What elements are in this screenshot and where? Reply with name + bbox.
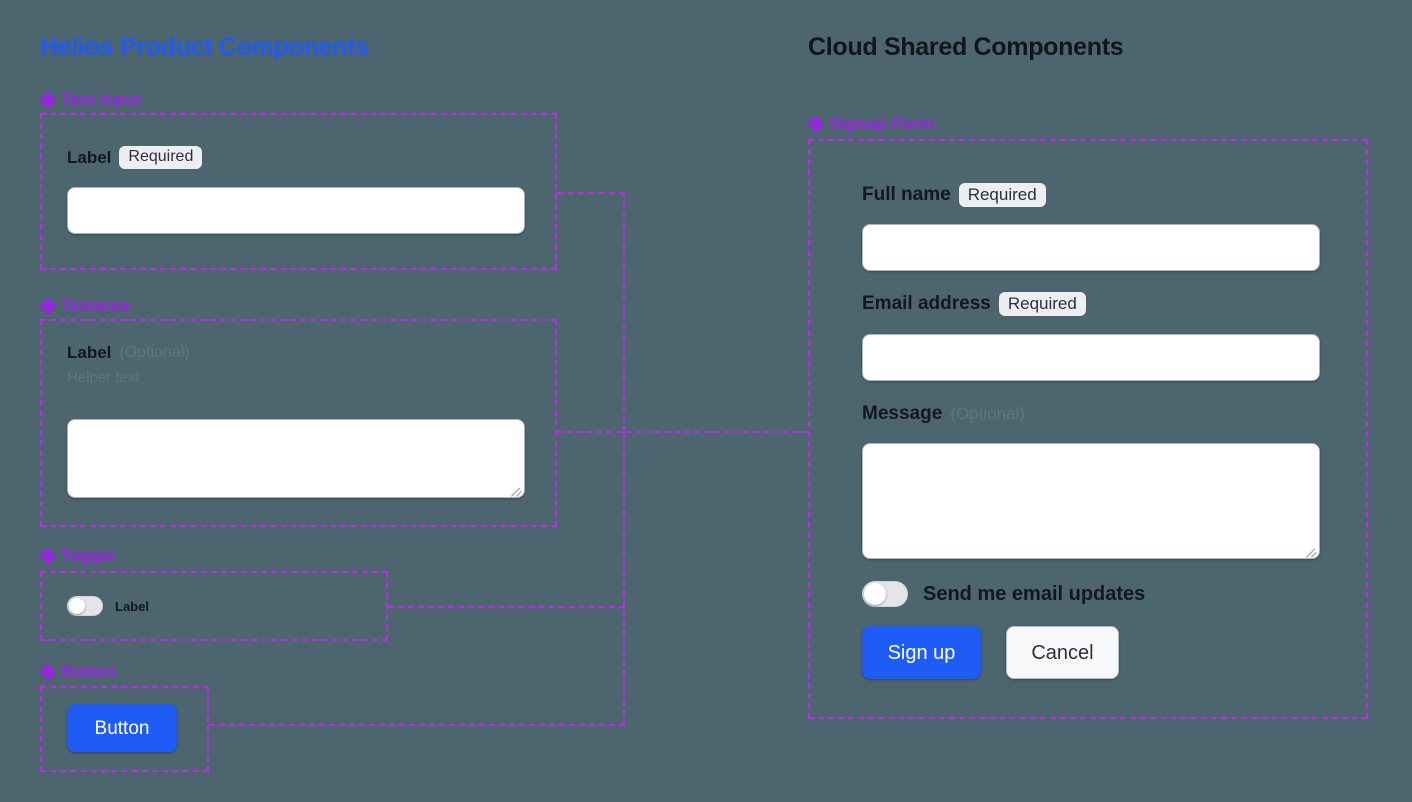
left-column-title: Helios Product Components	[40, 33, 369, 61]
text-input-field[interactable]	[67, 187, 525, 234]
full-name-required-badge: Required	[958, 183, 1046, 207]
section-label-text: Toggle	[61, 546, 116, 565]
diamond-cluster-icon	[806, 115, 825, 133]
section-label-text: Signup Form	[829, 114, 934, 133]
section-label-textarea: Textarea	[38, 296, 130, 316]
diamond-cluster-icon	[38, 547, 57, 565]
textarea-label-row: Label (Optional) Helper text	[67, 343, 190, 386]
connector-button-horizontal	[209, 724, 625, 726]
full-name-label-row: Full name Required	[862, 183, 1046, 207]
email-updates-toggle-label: Send me email updates	[923, 582, 1146, 605]
textarea-label: Label	[67, 343, 112, 362]
connector-textarea-horizontal	[557, 431, 808, 433]
section-label-signup-form: Signup Form	[806, 114, 934, 134]
message-label: Message	[862, 403, 943, 424]
text-input-group-box	[40, 113, 557, 270]
signup-submit-button[interactable]: Sign up	[862, 626, 981, 679]
email-required-badge: Required	[998, 292, 1086, 316]
textarea-field[interactable]	[67, 419, 525, 498]
diamond-cluster-icon	[38, 91, 57, 109]
section-label-text: Textarea	[61, 296, 130, 315]
email-updates-toggle-row: Send me email updates	[862, 581, 1145, 607]
email-label-row: Email address Required	[862, 292, 1086, 316]
signup-cancel-button[interactable]: Cancel	[1006, 626, 1119, 679]
toggle-switch[interactable]	[67, 596, 103, 616]
text-input-label-row: Label Required	[67, 146, 203, 169]
demo-button[interactable]: Button	[67, 704, 177, 752]
toggle-group-box	[40, 571, 388, 641]
connector-trunk-outer-vertical	[623, 431, 625, 726]
connector-trunk-inner-vertical	[623, 192, 625, 432]
section-label-text: Text Input	[61, 90, 141, 109]
email-input[interactable]	[862, 334, 1320, 381]
full-name-input[interactable]	[862, 224, 1320, 271]
textarea-optional-text: (Optional)	[119, 344, 190, 361]
message-label-row: Message (Optional)	[862, 403, 1025, 425]
right-column-title: Cloud Shared Components	[808, 33, 1124, 61]
section-label-toggle: Toggle	[38, 546, 116, 566]
email-updates-toggle-switch[interactable]	[862, 581, 908, 607]
text-input-label: Label	[67, 147, 112, 167]
toggle-row: Label	[67, 596, 149, 616]
connector-toggle-horizontal	[388, 606, 625, 608]
section-label-text: Button	[61, 662, 116, 681]
toggle-knob	[69, 598, 85, 614]
section-label-text-input: Text Input	[38, 90, 141, 110]
connector-text-input-horizontal	[557, 192, 625, 194]
email-label: Email address	[862, 293, 991, 314]
full-name-label: Full name	[862, 184, 951, 205]
message-optional-text: (Optional)	[950, 404, 1025, 423]
message-textarea[interactable]	[862, 443, 1320, 559]
signup-form-box	[808, 139, 1368, 719]
textarea-helper-text: Helper text	[67, 369, 140, 386]
diamond-cluster-icon	[38, 663, 57, 681]
toggle-knob	[864, 583, 886, 605]
button-group-box	[40, 686, 209, 772]
text-input-required-badge: Required	[119, 146, 203, 169]
toggle-label: Label	[115, 598, 149, 614]
section-label-button: Button	[38, 662, 116, 682]
diamond-cluster-icon	[38, 297, 57, 315]
textarea-group-box	[40, 319, 557, 527]
